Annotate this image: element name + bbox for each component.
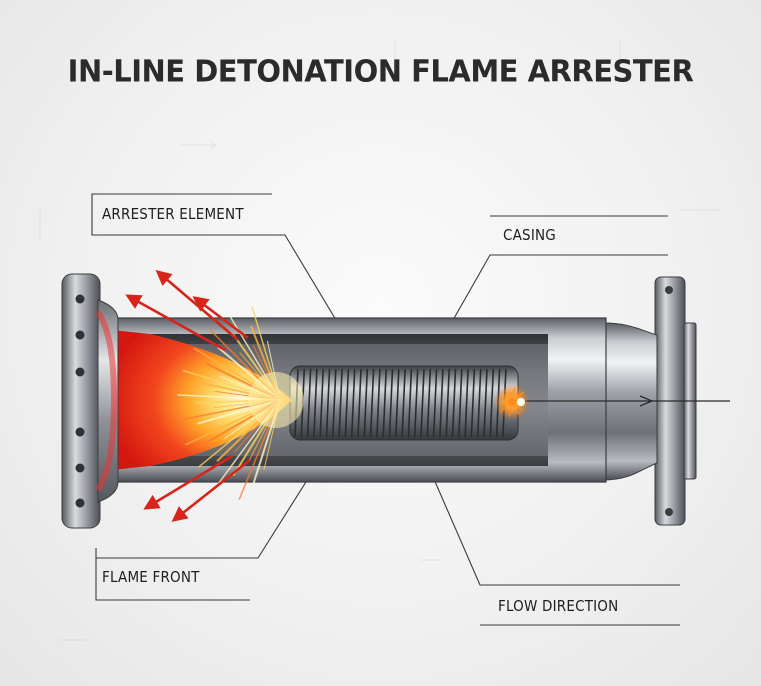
arrester-element-callout-line [91,193,346,336]
diagram-title: IN-LINE DETONATION FLAME ARRESTER [67,53,694,89]
flow-direction-callout-line [419,446,680,586]
flame-front-callout-line [96,446,329,559]
arrester-element [289,365,519,441]
flame-front-label: FLAME FRONT [102,568,200,586]
flow-direction-arrowhead [639,395,654,407]
flow-direction-label: FLOW DIRECTION [498,597,619,615]
background-arrows [39,40,720,641]
flame-front [112,306,304,500]
left-flange [61,273,119,529]
casing-label: CASING [503,226,556,244]
arrester-element-label: ARRESTER ELEMENT [102,205,244,223]
deflected-flame-arrows [125,269,251,522]
ignition-spark [494,384,530,420]
